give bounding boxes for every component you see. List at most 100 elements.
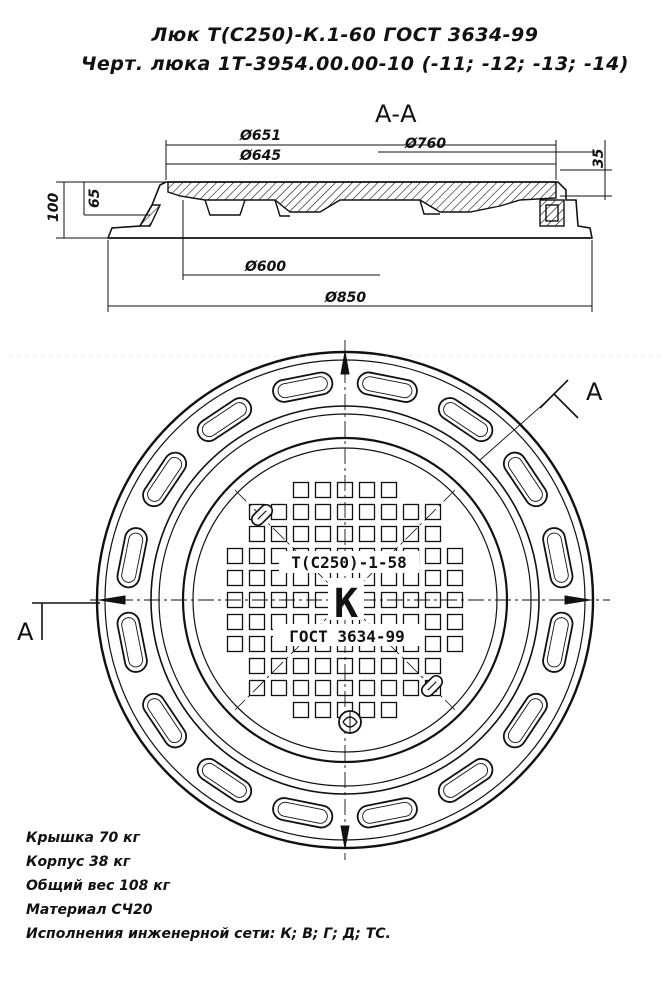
grid-cell	[424, 547, 442, 565]
lifting-hole-bottom-right	[420, 674, 444, 698]
frame-slot	[272, 797, 334, 829]
frame-slot	[196, 397, 253, 443]
title-line-2: Черт. люка 1Т-3954.00.00-10 (-11; -12; -…	[81, 53, 629, 75]
grid-cell	[358, 525, 376, 543]
grid-cell	[402, 657, 420, 675]
dim-d600: Ø600	[244, 259, 286, 275]
dim-d651: Ø651	[239, 128, 281, 144]
grid-cell	[248, 613, 266, 631]
cover-marking-bottom: ГОСТ 3634-99	[289, 627, 405, 646]
grid-cell	[226, 591, 244, 609]
frame-slot	[542, 527, 574, 589]
grid-cell	[248, 635, 266, 653]
frame-slot	[502, 692, 548, 749]
section-view: А-А Ø651 Ø645 Ø	[46, 100, 612, 312]
dim-h65: 65	[87, 188, 103, 208]
grid-cell	[226, 547, 244, 565]
grid-cell	[402, 525, 420, 543]
dim-h35: 35	[591, 148, 607, 168]
cover-marking-letter: К	[334, 581, 358, 627]
grid-cell	[380, 701, 398, 719]
grid-cell	[424, 635, 442, 653]
spec-total-weight: Общий вес 108 кг	[26, 878, 171, 894]
grid-cell	[358, 679, 376, 697]
grid-cell	[424, 525, 442, 543]
grid-cell	[292, 657, 310, 675]
grid-cell	[424, 591, 442, 609]
grid-cell	[270, 657, 288, 675]
grid-cell	[380, 657, 398, 675]
frame-slot	[356, 797, 418, 829]
frame-slot	[437, 757, 494, 803]
lifting-hole-top-left	[250, 503, 274, 527]
grid-cell	[314, 679, 332, 697]
grid-cell	[446, 591, 464, 609]
grid-cell	[446, 547, 464, 565]
grid-cell	[314, 657, 332, 675]
grid-cell	[380, 679, 398, 697]
frame-slot	[502, 451, 548, 508]
grid-cell	[336, 525, 354, 543]
grid-cell	[424, 657, 442, 675]
frame-slot	[116, 527, 148, 589]
cut-label-right: А	[586, 378, 603, 406]
grid-cell	[270, 591, 288, 609]
grid-cell	[446, 569, 464, 587]
grid-cell	[292, 591, 310, 609]
dim-d760: Ø760	[404, 136, 446, 152]
grid-cell	[314, 525, 332, 543]
grid-cell	[358, 657, 376, 675]
grid-cell	[248, 569, 266, 587]
grid-cell	[424, 613, 442, 631]
grid-cell	[424, 503, 442, 521]
grid-cell	[336, 481, 354, 499]
title-line-1: Люк Т(С250)-К.1-60 ГОСТ 3634-99	[151, 24, 539, 46]
frame-slot	[272, 371, 334, 403]
grid-cell	[226, 635, 244, 653]
frame-slot	[542, 611, 574, 673]
grid-cell	[292, 481, 310, 499]
grid-cell	[226, 569, 244, 587]
grid-cell	[380, 503, 398, 521]
grid-cell	[248, 591, 266, 609]
frame-slot	[196, 757, 253, 803]
grid-cell	[292, 679, 310, 697]
cover-marking-top: Т(С250)-1-58	[291, 553, 407, 572]
grid-cell	[380, 591, 398, 609]
grid-cell	[336, 679, 354, 697]
grid-cell	[248, 679, 266, 697]
grid-cell	[402, 679, 420, 697]
grid-cell	[380, 525, 398, 543]
grid-cell	[314, 503, 332, 521]
section-label: А-А	[375, 100, 417, 128]
grid-cell	[446, 613, 464, 631]
plan-view: А А Т(С250)-1-58 К ГОСТ 3634-99	[17, 340, 610, 860]
grid-cell	[270, 679, 288, 697]
grid-cell	[336, 657, 354, 675]
spec-frame-weight: Корпус 38 кг	[26, 854, 131, 870]
frame-slot	[142, 692, 188, 749]
frame-slots	[116, 371, 574, 829]
grid-cell	[424, 569, 442, 587]
grid-cell	[226, 613, 244, 631]
dim-d645: Ø645	[239, 148, 281, 164]
grid-cell	[314, 701, 332, 719]
grid-cell	[292, 503, 310, 521]
emblem-icon	[338, 710, 362, 734]
spec-network-variants: Исполнения инженерной сети: К; В; Г; Д; …	[26, 926, 391, 942]
frame-slot	[356, 371, 418, 403]
grid-cell	[358, 503, 376, 521]
frame-slot	[116, 611, 148, 673]
frame-slot	[142, 451, 188, 508]
grid-cell	[336, 503, 354, 521]
cut-label-left: А	[17, 618, 34, 646]
grid-cell	[314, 481, 332, 499]
grid-cell	[358, 701, 376, 719]
grid-cell	[292, 701, 310, 719]
grid-cell	[358, 481, 376, 499]
dim-h100: 100	[46, 193, 62, 222]
grid-cell	[248, 547, 266, 565]
dim-d850: Ø850	[324, 290, 366, 306]
grid-cell	[380, 481, 398, 499]
